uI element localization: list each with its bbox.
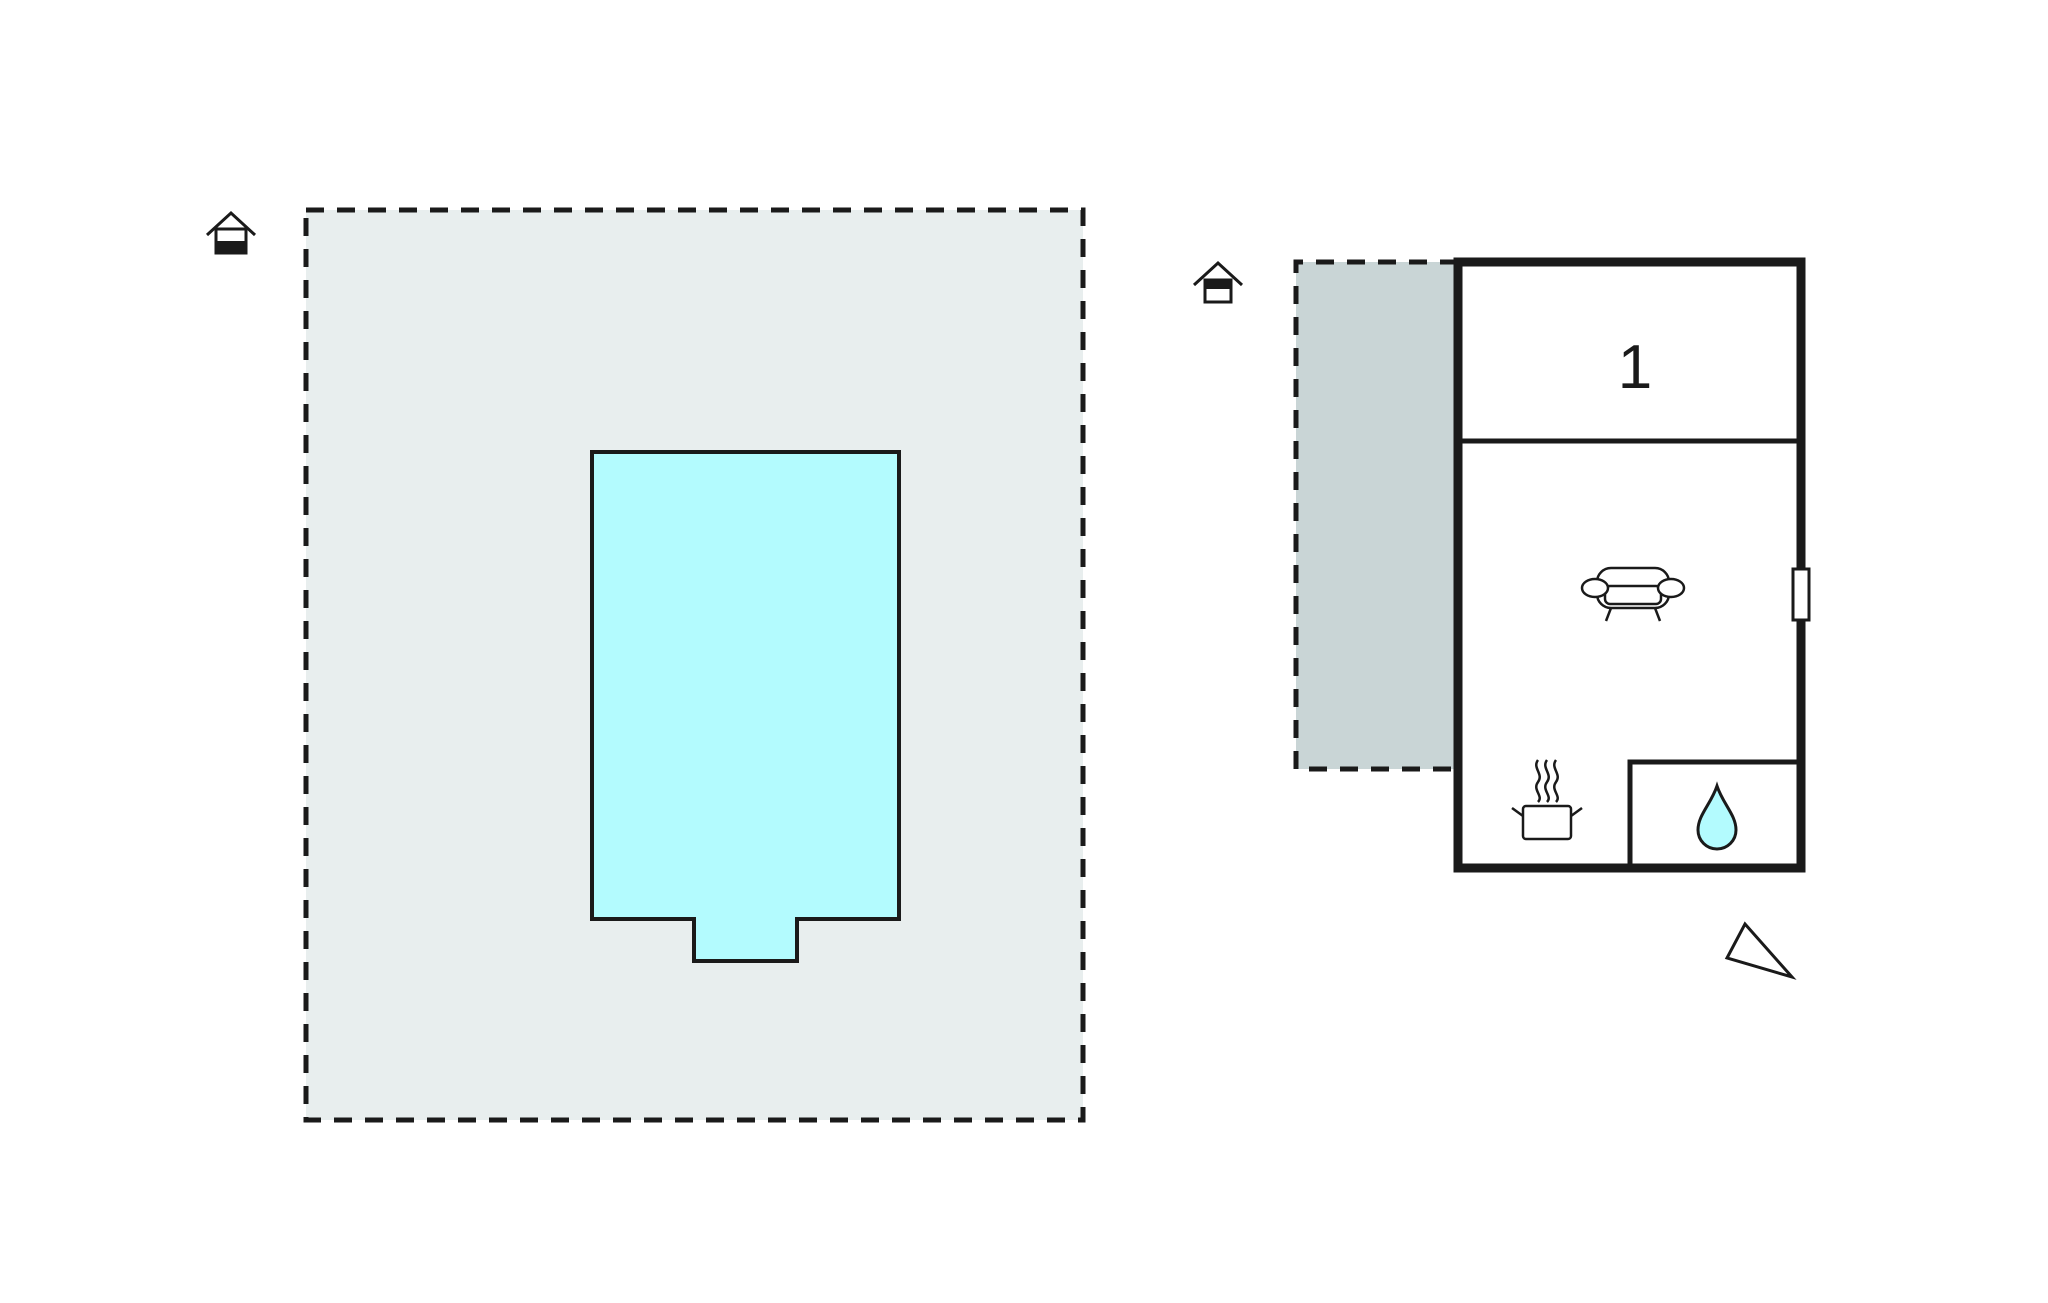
terrace <box>1293 259 1458 772</box>
house: 1 <box>1453 257 1811 873</box>
sofa-icon <box>1580 566 1686 622</box>
swimming-pool <box>590 450 901 963</box>
bathroom-wall <box>1627 759 1801 868</box>
compass-arrow-icon <box>1724 921 1797 980</box>
outdoor-pool-area <box>303 207 1086 1123</box>
water-drop-icon <box>1696 781 1738 851</box>
window-icon <box>1791 567 1811 622</box>
terrace-area <box>1293 259 1458 772</box>
outdoor-house-icon <box>205 210 257 255</box>
cooking-pot-icon <box>1511 759 1583 841</box>
outdoor-house-icon <box>1192 260 1244 304</box>
bedroom-number: 1 <box>1618 333 1652 402</box>
